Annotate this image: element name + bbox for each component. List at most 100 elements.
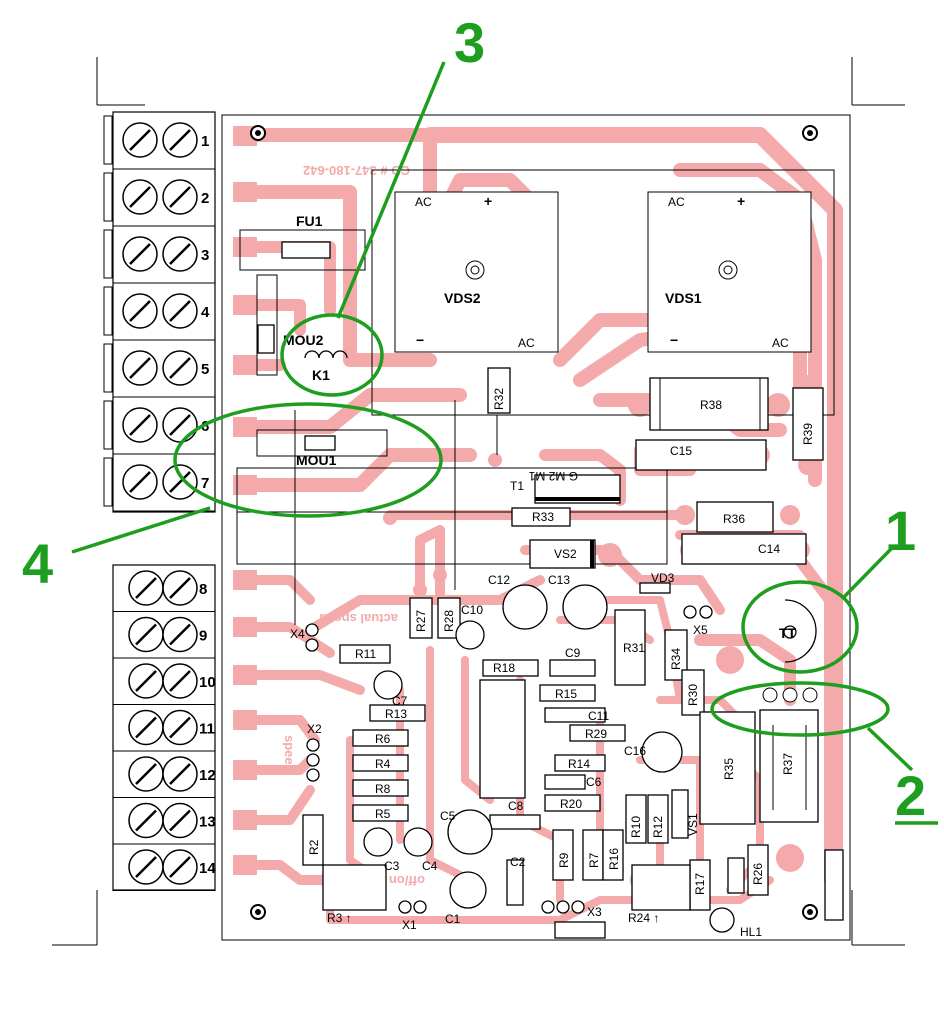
label-TT: TT — [779, 625, 797, 641]
svg-text:C7: C7 — [392, 694, 408, 708]
svg-text:R11: R11 — [355, 647, 376, 661]
svg-text:+: + — [737, 193, 745, 209]
terminal-number: 10 — [199, 674, 216, 691]
label-MOU2: MOU2 — [283, 332, 324, 348]
terminal-9: 9 — [112, 611, 216, 659]
svg-text:R13: R13 — [385, 707, 407, 721]
svg-text:C2: C2 — [510, 855, 526, 869]
svg-text:−: − — [416, 332, 424, 348]
svg-text:−: − — [670, 332, 678, 348]
svg-text:R18: R18 — [493, 661, 515, 675]
svg-text:R24 ↑: R24 ↑ — [628, 911, 659, 925]
svg-text:R2: R2 — [307, 839, 321, 855]
component-outlines — [236, 169, 844, 939]
terminal-12: 12 — [112, 750, 216, 798]
svg-text:X3: X3 — [587, 905, 602, 919]
terminal-13: 13 — [112, 797, 216, 845]
callout-1: 1 — [885, 499, 916, 562]
terminal-10: 10 — [112, 657, 216, 705]
svg-text:R7: R7 — [587, 852, 601, 868]
svg-text:R20: R20 — [560, 797, 582, 811]
svg-text:R39: R39 — [801, 423, 815, 445]
label-K1: K1 — [312, 367, 330, 383]
terminal-number: 9 — [199, 628, 207, 645]
label-MOU1: MOU1 — [296, 452, 337, 468]
svg-text:R26: R26 — [751, 863, 765, 885]
terminal-5: 5 — [103, 339, 216, 398]
mirrored-silkscreen: CD # 347-180-642 actual speed speed off/… — [282, 163, 425, 888]
svg-text:C3: C3 — [384, 859, 400, 873]
terminal-11: 11 — [112, 704, 216, 752]
svg-text:R14: R14 — [568, 757, 590, 771]
svg-text:C4: C4 — [422, 859, 438, 873]
svg-text:R36: R36 — [723, 512, 745, 526]
terminal-8: 8 — [112, 564, 216, 612]
svg-text:R3 ↑: R3 ↑ — [327, 911, 352, 925]
svg-text:C15: C15 — [670, 444, 692, 458]
actual-speed-label: actual speed — [319, 611, 398, 626]
terminal-number: 6 — [201, 418, 209, 435]
svg-text:C5: C5 — [440, 809, 456, 823]
svg-text:R34: R34 — [669, 648, 683, 670]
svg-text:C11: C11 — [588, 709, 609, 723]
svg-text:R32: R32 — [492, 388, 506, 410]
board-code: CD # 347-180-642 — [303, 163, 410, 178]
svg-text:R28: R28 — [442, 610, 456, 632]
callout-2: 2 — [895, 764, 926, 827]
terminal-number: 13 — [199, 814, 216, 831]
speed-label: speed — [282, 735, 297, 773]
terminal-number: 5 — [201, 361, 209, 378]
terminal-1: 1 — [103, 111, 216, 170]
svg-text:R30: R30 — [686, 684, 700, 706]
terminal-number: 3 — [201, 247, 209, 264]
terminal-block-top: 1 2 3 4 5 6 7 — [103, 111, 216, 513]
svg-text:R33: R33 — [532, 510, 554, 524]
svg-text:C12: C12 — [488, 573, 510, 587]
svg-text:R12: R12 — [651, 816, 665, 838]
svg-text:R9: R9 — [557, 852, 571, 868]
mounting-holes — [250, 125, 818, 920]
svg-text:VS1: VS1 — [686, 813, 700, 836]
svg-text:R27: R27 — [414, 610, 428, 632]
label-VDS2: VDS2 — [444, 290, 481, 306]
callout-numbers: 1 2 3 4 — [22, 11, 926, 827]
terminal-4: 4 — [103, 282, 216, 341]
svg-text:C1: C1 — [445, 912, 461, 926]
svg-text:AC: AC — [772, 336, 789, 350]
callout-1-ellipse — [741, 580, 859, 674]
terminal-number: 2 — [201, 190, 209, 207]
svg-text:HL1: HL1 — [740, 925, 762, 939]
svg-text:VD3: VD3 — [651, 571, 675, 585]
svg-text:+: + — [484, 193, 492, 209]
svg-text:R31: R31 — [623, 641, 645, 655]
svg-text:X5: X5 — [693, 623, 708, 637]
svg-text:R17: R17 — [693, 873, 707, 895]
svg-text:R5: R5 — [375, 807, 391, 821]
svg-text:R16: R16 — [607, 848, 621, 870]
svg-text:R29: R29 — [585, 727, 607, 741]
terminal-number: 4 — [201, 304, 210, 321]
svg-text:C6: C6 — [586, 775, 602, 789]
svg-text:R35: R35 — [722, 758, 736, 780]
svg-text:G M2 M1: G M2 M1 — [528, 469, 578, 483]
svg-text:X2: X2 — [307, 722, 322, 736]
svg-text:R37: R37 — [781, 753, 795, 775]
svg-text:R6: R6 — [375, 732, 391, 746]
terminal-7: 7 — [103, 453, 216, 512]
svg-text:VS2: VS2 — [554, 547, 577, 561]
svg-text:R10: R10 — [629, 816, 643, 838]
svg-text:R15: R15 — [555, 687, 577, 701]
callout-3: 3 — [454, 11, 485, 74]
callout-4: 4 — [22, 532, 53, 595]
offon-label: off/on — [389, 873, 425, 888]
terminal-3: 3 — [103, 225, 216, 284]
callout-4-ellipse — [173, 402, 443, 518]
label-VDS1: VDS1 — [665, 290, 702, 306]
terminal-number: 7 — [201, 475, 209, 492]
callout-2-ellipse — [710, 681, 890, 737]
svg-text:R4: R4 — [375, 757, 391, 771]
callouts — [71, 61, 938, 825]
board-outline — [221, 114, 851, 941]
